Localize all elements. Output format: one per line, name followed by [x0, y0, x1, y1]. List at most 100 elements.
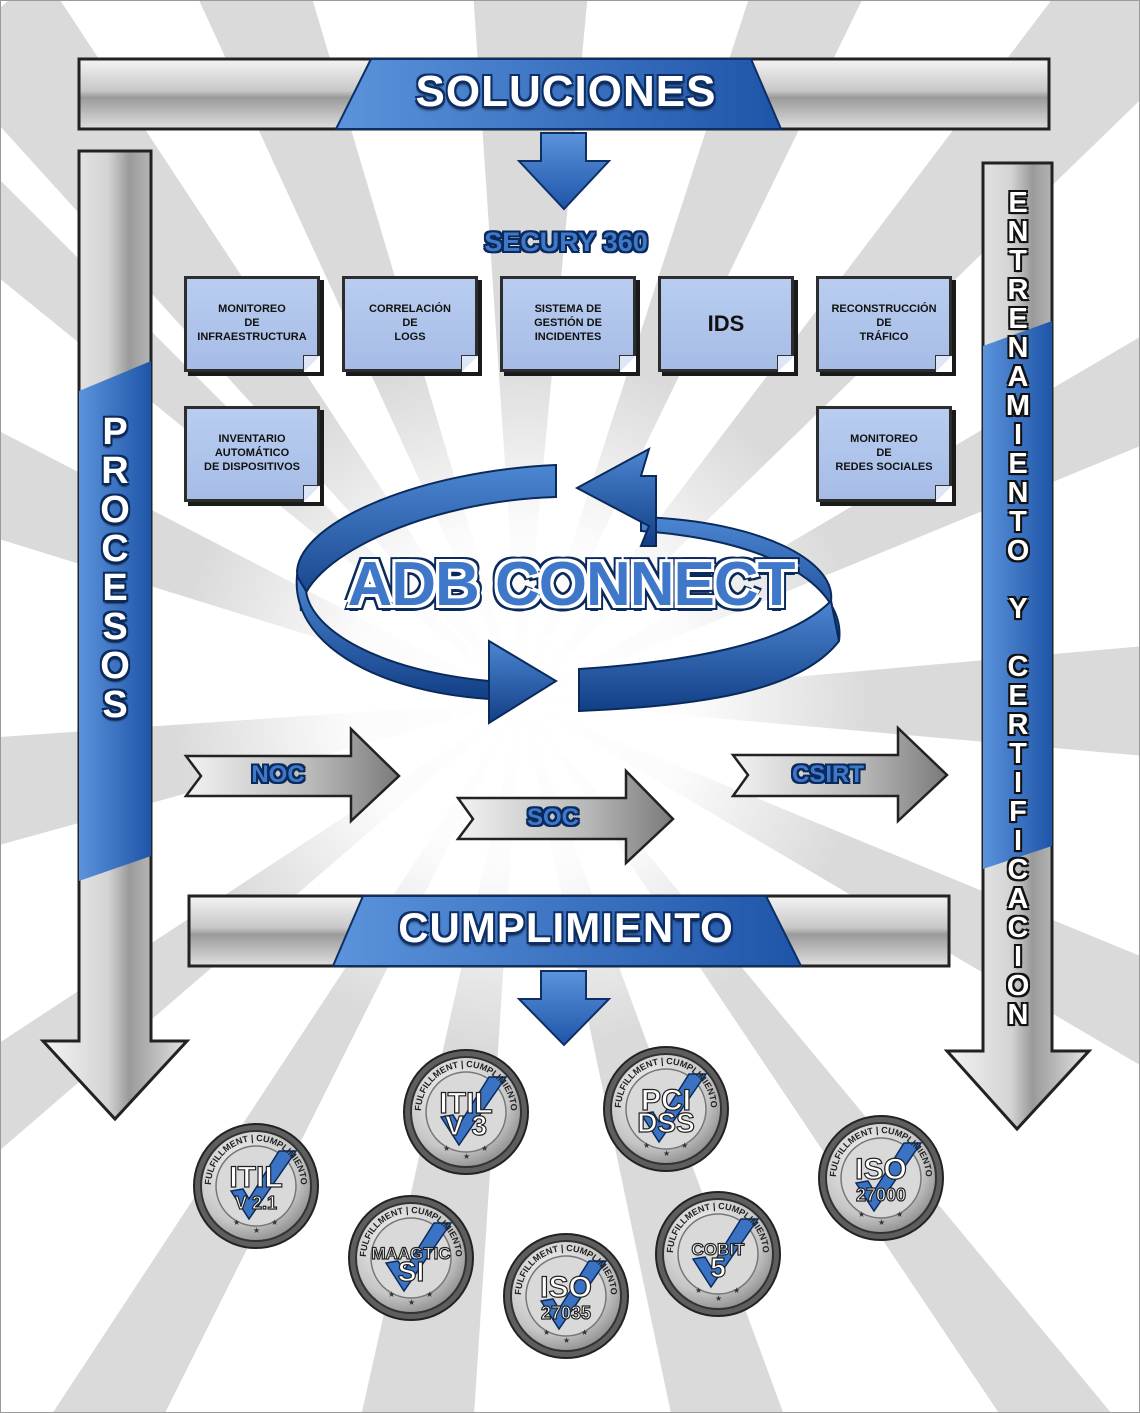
- procesos-arrow-graphic: [39, 149, 191, 1122]
- vertical-letter: I: [1013, 825, 1023, 857]
- csirt-label: CSIRT: [792, 761, 864, 788]
- vertical-letter: [1014, 566, 1022, 595]
- vertical-letter: N: [1007, 477, 1029, 509]
- module-correlacion-logs: CORRELACIÓN DE LOGS: [342, 276, 478, 372]
- vertical-letter: C: [1007, 651, 1029, 683]
- badge-star-icon: ★: [663, 1149, 670, 1158]
- vertical-letter: E: [1008, 187, 1028, 219]
- vertical-letter: R: [101, 450, 129, 492]
- adb-connect-ring: [295, 446, 841, 725]
- vertical-letter: [1014, 624, 1022, 653]
- badge-star-icon: ★: [715, 1294, 722, 1303]
- vertical-letter: O: [1006, 970, 1030, 1002]
- module-gestion-incidentes: SISTEMA DE GESTIÓN DE INCIDENTES: [500, 276, 636, 372]
- badge-star-icon: ★: [878, 1218, 885, 1227]
- badge-line2: 27000: [856, 1185, 906, 1205]
- vertical-letter: N: [1007, 332, 1029, 364]
- module-inventario-dispositivos: INVENTARIO AUTOMÁTICO DE DISPOSITIVOS: [184, 406, 320, 502]
- solutions-banner: SOLUCIONES: [331, 59, 801, 129]
- vertical-letter: R: [1007, 709, 1029, 741]
- cumplimiento-title: CUMPLIMIENTO: [398, 904, 734, 951]
- badge-star-icon: ★: [695, 1286, 702, 1295]
- vertical-letter: O: [1006, 535, 1030, 567]
- solutions-banner-graphic: [77, 57, 1051, 131]
- badge-star-icon: ★: [581, 1328, 588, 1337]
- module-ids: IDS: [658, 276, 794, 372]
- vertical-letter: E: [1008, 448, 1028, 480]
- badge-star-icon: ★: [426, 1290, 433, 1299]
- vertical-letter: O: [100, 645, 130, 687]
- badge-star-icon: ★: [733, 1286, 740, 1295]
- secury-title: SECURY 360: [484, 227, 648, 257]
- noc-label: NOC: [251, 761, 305, 788]
- module-monitoreo-redes: MONITOREO DE REDES SOCIALES: [816, 406, 952, 502]
- vertical-letter: F: [1009, 796, 1027, 828]
- soc-label: SOC: [526, 804, 579, 831]
- badge-line2: 5: [710, 1252, 726, 1283]
- badge-line1: MAAGTIC: [371, 1244, 450, 1263]
- vertical-letter: T: [1009, 506, 1027, 538]
- badge-line2: V 3: [445, 1110, 487, 1141]
- down-arrow-bottom: [516, 970, 612, 1047]
- badge-line1: ITIL: [439, 1087, 492, 1120]
- badge-star-icon: ★: [896, 1210, 903, 1219]
- adb-connect-title: ADB CONNECT: [347, 550, 795, 619]
- vertical-letter: E: [1008, 303, 1028, 335]
- vertical-letter: O: [100, 489, 130, 531]
- badge-line2: 27035: [541, 1303, 591, 1323]
- badge-star-icon: ★: [271, 1218, 278, 1227]
- vertical-letter: P: [102, 411, 128, 453]
- flow-arrow-graphics: [183, 725, 949, 866]
- cumplimiento-banner-graphic: [187, 894, 951, 968]
- vertical-letter: Y: [1008, 593, 1028, 625]
- module-monitoreo-infraestructura: MONITOREO DE INFRAESTRUCTURA: [184, 276, 320, 372]
- down-arrow-top: [516, 132, 612, 211]
- vertical-letter: I: [1013, 941, 1023, 973]
- badge-line2: SI: [398, 1256, 424, 1287]
- badge-line2: DSS: [637, 1107, 695, 1138]
- badge-line1: COBIT: [692, 1240, 746, 1259]
- solutions-title: SOLUCIONES: [415, 67, 717, 116]
- vertical-letter: M: [1005, 390, 1031, 422]
- badge-line1: PCI: [641, 1084, 691, 1117]
- badge-star-icon: ★: [388, 1290, 395, 1299]
- vertical-letter: C: [1007, 854, 1029, 886]
- badge-line1: ISO: [855, 1153, 907, 1186]
- vertical-letter: C: [1007, 912, 1029, 944]
- badge-star-icon: ★: [463, 1152, 470, 1161]
- vertical-letter: T: [1009, 245, 1027, 277]
- badge-star-icon: ★: [858, 1210, 865, 1219]
- badge-star-icon: ★: [563, 1336, 570, 1345]
- badge-star-icon: ★: [643, 1141, 650, 1150]
- badge-star-icon: ★: [543, 1328, 550, 1337]
- badge-line2: V 2.1: [235, 1193, 277, 1213]
- vertical-letter: E: [102, 567, 128, 609]
- vertical-letter: A: [1007, 883, 1029, 915]
- badge-star-icon: ★: [443, 1144, 450, 1153]
- badge-star-icon: ★: [233, 1218, 240, 1227]
- badge-star-icon: ★: [253, 1226, 260, 1235]
- vertical-letter: I: [1013, 767, 1023, 799]
- vertical-letter: A: [1007, 361, 1029, 393]
- cumplimiento-banner: CUMPLIMIENTO: [331, 896, 801, 966]
- badge-line1: ISO: [540, 1271, 592, 1304]
- vertical-letter: T: [1009, 738, 1027, 770]
- badge-star-icon: ★: [481, 1144, 488, 1153]
- vertical-letter: S: [102, 606, 128, 648]
- vertical-letter: N: [1007, 999, 1029, 1031]
- vertical-letter: I: [1013, 419, 1023, 451]
- module-reconstruccion-trafico: RECONSTRUCCIÓN DE TRÁFICO: [816, 276, 952, 372]
- vertical-letter: N: [1007, 216, 1029, 248]
- vertical-letter: R: [1007, 274, 1029, 306]
- vertical-letter: S: [102, 684, 128, 726]
